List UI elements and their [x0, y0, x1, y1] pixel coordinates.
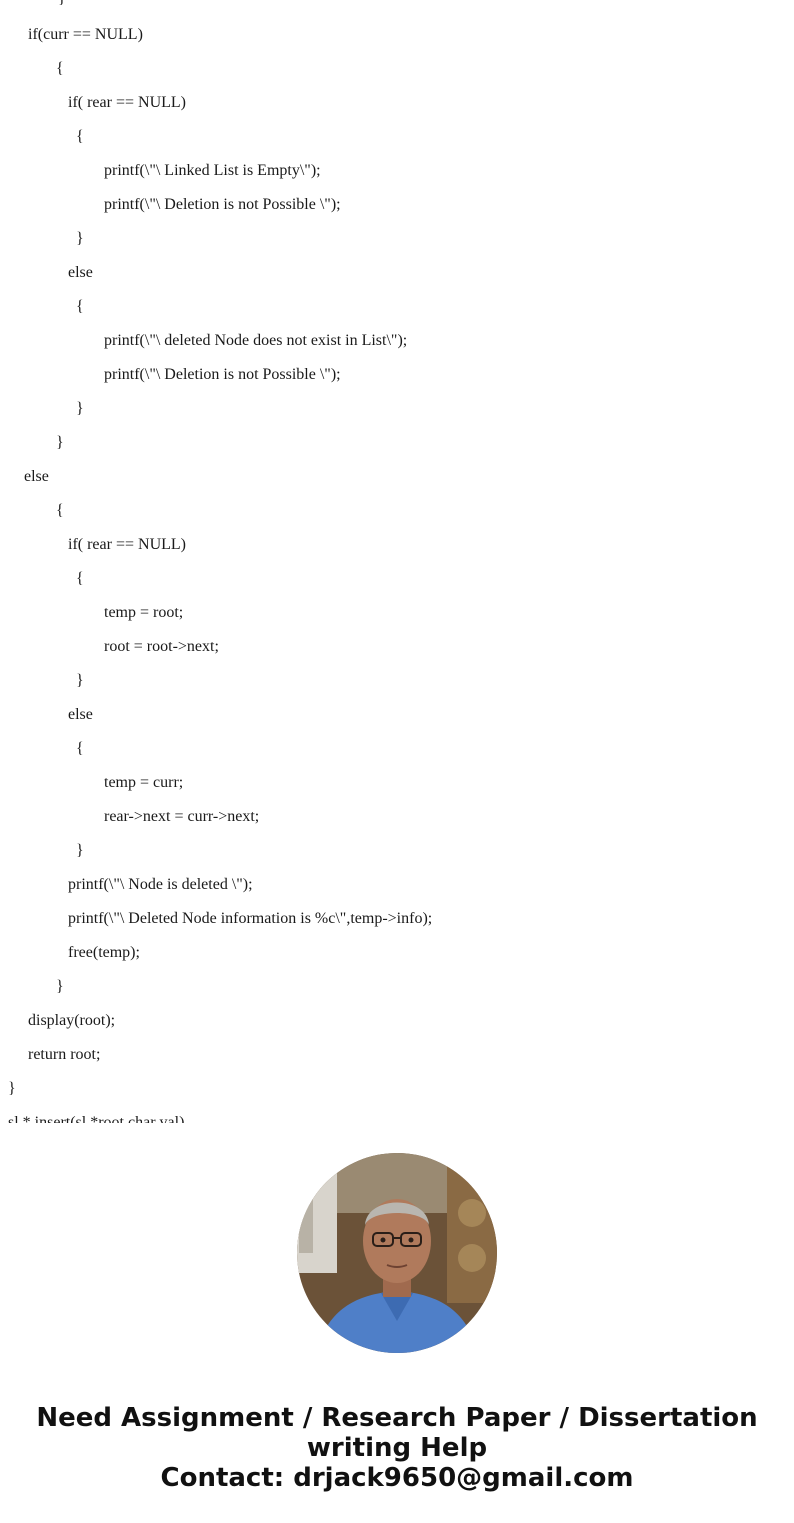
code-line: } [56, 434, 64, 451]
promo-banner: Need Assignment / Research Paper / Disse… [0, 1403, 794, 1493]
code-line: else [68, 706, 93, 723]
code-line: } [58, 0, 66, 9]
code-line: { [76, 298, 84, 315]
code-line: printf(\"\ deleted Node does not exist i… [104, 332, 408, 349]
code-line: { [56, 502, 64, 519]
promo-line-2: writing Help [306, 1433, 488, 1463]
code-line: printf(\"\ Deletion is not Possible \"); [104, 366, 341, 383]
code-line: if( rear == NULL) [68, 94, 186, 111]
code-line: free(temp); [68, 944, 140, 961]
promo-contact: Contact: drjack9650@gmail.com [160, 1463, 634, 1493]
code-line: if(curr == NULL) [28, 26, 143, 43]
promo-line-1: Need Assignment / Research Paper / Disse… [36, 1403, 758, 1433]
code-line: } [76, 230, 84, 247]
code-line: temp = curr; [104, 774, 184, 791]
code-line: { [56, 60, 64, 77]
code-line: root = root->next; [104, 638, 219, 655]
person-photo-icon [297, 1153, 497, 1353]
code-line: printf(\"\ Linked List is Empty\"); [104, 162, 321, 179]
code-line: { [76, 128, 84, 145]
code-line: } [8, 1080, 16, 1097]
code-line: printf(\"\ Deletion is not Possible \"); [104, 196, 341, 213]
code-line: rear->next = curr->next; [104, 808, 260, 825]
code-line: printf(\"\ Deleted Node information is %… [68, 910, 433, 927]
code-line: } [56, 978, 64, 995]
code-line: { [76, 740, 84, 757]
code-line: else [24, 468, 49, 485]
code-line: if( rear == NULL) [68, 536, 186, 553]
code-line: } [76, 842, 84, 859]
code-line: temp = root; [104, 604, 184, 621]
code-line: { [76, 570, 84, 587]
code-line: display(root); [28, 1012, 116, 1029]
code-line: } [76, 400, 84, 417]
code-line: else [68, 264, 93, 281]
code-listing: } if(curr == NULL) { if( rear == NULL) {… [8, 0, 433, 1123]
code-line: sl * insert(sl *root,char val) [8, 1114, 185, 1123]
code-line: return root; [28, 1046, 101, 1063]
author-photo [297, 1153, 497, 1353]
code-line: } [76, 672, 84, 689]
code-line: printf(\"\ Node is deleted \"); [68, 876, 253, 893]
